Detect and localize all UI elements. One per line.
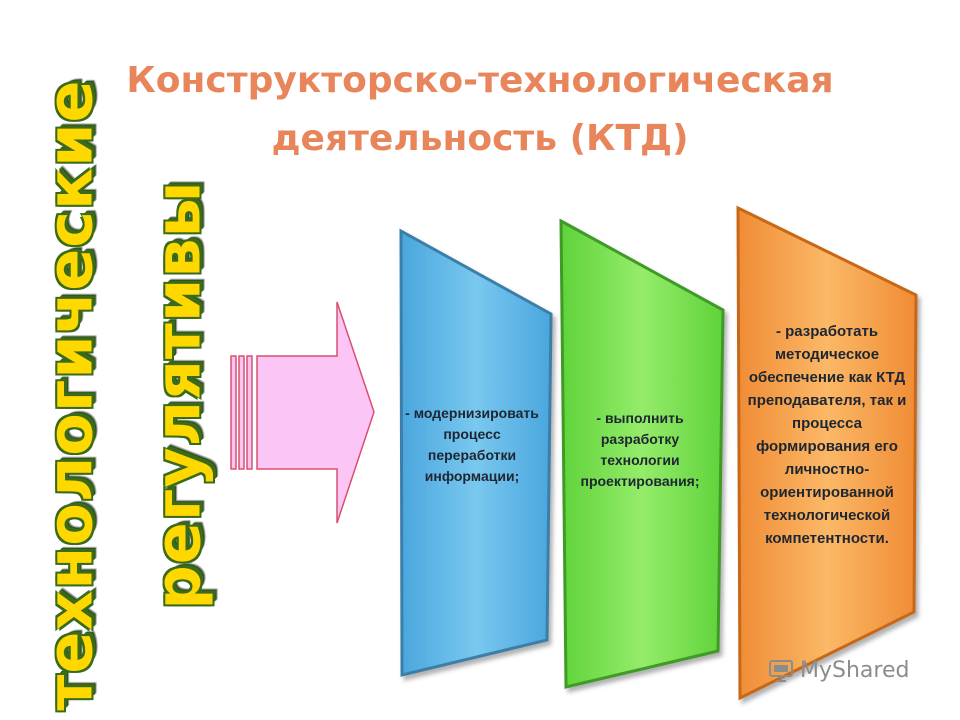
arrow-body — [256, 301, 375, 524]
step-box-3 — [736, 205, 918, 701]
arrow-stripe-3 — [246, 355, 253, 470]
step-box-2-text: - выполнить разработку технологии проект… — [580, 410, 700, 489]
entry-arrow — [230, 301, 375, 524]
presentation-icon — [769, 660, 793, 682]
watermark-text: MyShared — [800, 657, 910, 683]
slide-title: Конструкторско-технологическая деятельно… — [0, 52, 960, 168]
step-box-2 — [559, 218, 725, 689]
slide-title-line2: деятельность (КТД) — [271, 118, 689, 159]
step-box-1 — [399, 228, 553, 677]
watermark: MyShared — [768, 657, 909, 683]
slide-title-line1: Конструкторско-технологическая — [126, 60, 834, 101]
arrow-stripe-2 — [238, 355, 245, 470]
step-box-1-text: - модернизировать процесс переработки ин… — [405, 405, 539, 484]
step-box-3-text: - разработать методическое обеспечение к… — [747, 323, 907, 547]
arrow-stripe-1 — [230, 355, 237, 470]
